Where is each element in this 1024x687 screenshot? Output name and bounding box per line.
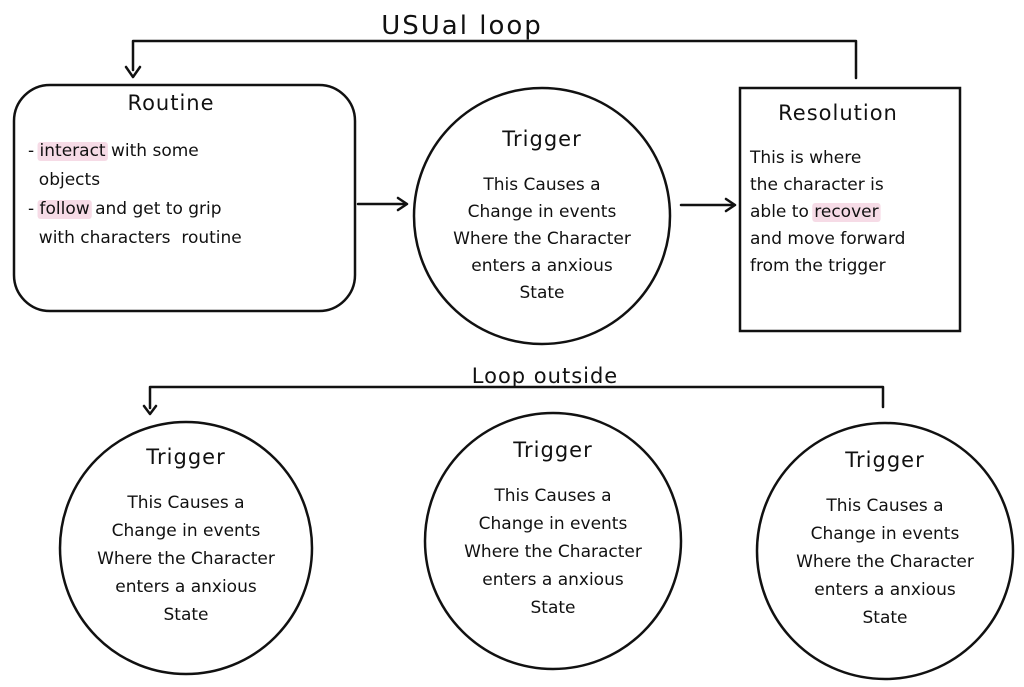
usual-loop-label: USUal loop xyxy=(381,11,543,41)
routine-box xyxy=(12,83,357,313)
arrow-routine-to-trigger xyxy=(356,196,409,212)
trigger-line: This Causes a xyxy=(482,175,600,195)
trigger-circle xyxy=(58,420,314,676)
trigger-line: State xyxy=(520,283,565,303)
resolution-title: Resolution xyxy=(778,101,898,125)
resolution-line: This is where xyxy=(749,148,861,168)
highlight-follow xyxy=(37,200,92,219)
trigger-line: Change in events xyxy=(479,514,628,534)
resolution-line: able to recover xyxy=(750,202,879,222)
trigger-title: Trigger xyxy=(501,127,581,151)
trigger-line: State xyxy=(863,608,908,628)
trigger-line: State xyxy=(164,605,209,625)
trigger-line: enters a anxious xyxy=(482,570,624,590)
loop-outside-line xyxy=(148,385,885,410)
routine-line: - interact with some xyxy=(28,141,199,161)
trigger-line: Change in events xyxy=(468,202,617,222)
trigger-line: Change in events xyxy=(112,521,261,541)
trigger-title: Trigger xyxy=(145,445,225,469)
loop-outside-label: Loop outside xyxy=(472,364,618,388)
resolution-line: and move forward xyxy=(750,229,905,249)
loop-outside-arrowhead xyxy=(142,404,158,416)
resolution-line: from the trigger xyxy=(750,256,886,276)
resolution-line: the character is xyxy=(750,175,884,195)
highlight-interact xyxy=(37,142,108,161)
routine-line: with characters routine xyxy=(28,228,242,248)
trigger-line: Where the Character xyxy=(97,549,275,569)
loop-outside-connector xyxy=(142,385,885,416)
usual-loop-connector xyxy=(124,39,858,80)
trigger-line: enters a anxious xyxy=(471,256,613,276)
trigger-circle xyxy=(755,421,1015,681)
routine-text: - interact with some objects - follow and… xyxy=(28,141,242,248)
trigger-line: This Causes a xyxy=(825,496,943,516)
trigger-line: Where the Character xyxy=(464,542,642,562)
usual-loop-line xyxy=(131,39,858,80)
trigger-line: This Causes a xyxy=(493,486,611,506)
routine-title: Routine xyxy=(127,91,214,115)
usual-loop-arrowhead xyxy=(124,65,142,79)
resolution-text: This is where the character is able to rec… xyxy=(749,148,905,276)
trigger-line: This Causes a xyxy=(126,493,244,513)
trigger-circle xyxy=(423,411,683,671)
highlight-recover xyxy=(812,203,881,222)
trigger-line: State xyxy=(531,598,576,618)
trigger-line: Where the Character xyxy=(796,552,974,572)
routine-line: objects xyxy=(28,170,100,190)
trigger-line: enters a anxious xyxy=(115,577,257,597)
trigger-line: enters a anxious xyxy=(814,580,956,600)
trigger-title: Trigger xyxy=(512,438,592,462)
routine-line: - follow and get to grip xyxy=(28,199,222,219)
trigger-circle xyxy=(412,86,672,346)
resolution-box xyxy=(738,86,962,333)
arrow-trigger-to-resolution xyxy=(679,197,737,213)
trigger-line: Change in events xyxy=(811,524,960,544)
trigger-title: Trigger xyxy=(844,448,924,472)
trigger-line: Where the Character xyxy=(453,229,631,249)
